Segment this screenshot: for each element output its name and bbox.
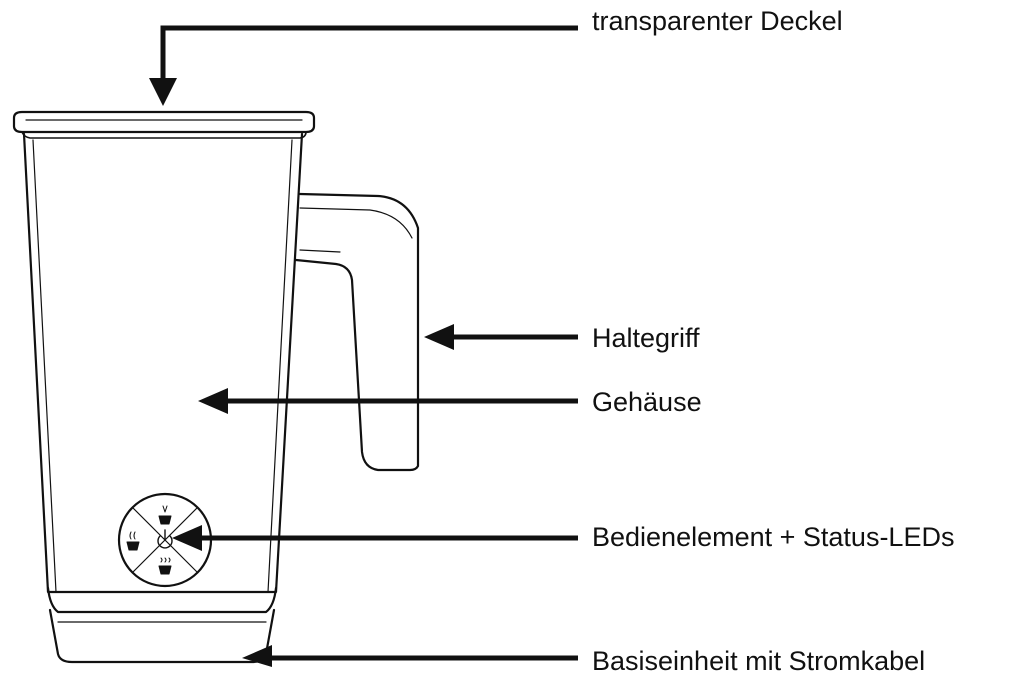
label-handle: Haltegriff: [592, 323, 700, 353]
froth-cold-icon: [158, 505, 172, 525]
heat-milk-icon: [158, 557, 172, 575]
callout-arrows: [149, 25, 578, 667]
froth-hot-icon: [126, 531, 140, 551]
control-panel: [117, 492, 213, 588]
arrow-lid: [149, 25, 578, 106]
frother-drawing: [12, 110, 420, 664]
housing: [22, 132, 304, 594]
label-lid: transparenter Deckel: [592, 6, 843, 36]
arrow-controls: [172, 525, 578, 551]
power-icon: [157, 529, 173, 549]
base-unit: [46, 586, 278, 664]
handle: [294, 192, 420, 472]
lid: [12, 110, 316, 139]
arrow-base: [242, 645, 578, 667]
label-housing: Gehäuse: [592, 387, 702, 417]
arrow-handle: [424, 324, 578, 350]
label-base: Basiseinheit mit Stromkabel: [592, 646, 926, 676]
label-controls: Bedienelement + Status-LEDs: [592, 522, 955, 552]
arrow-housing: [198, 388, 578, 414]
